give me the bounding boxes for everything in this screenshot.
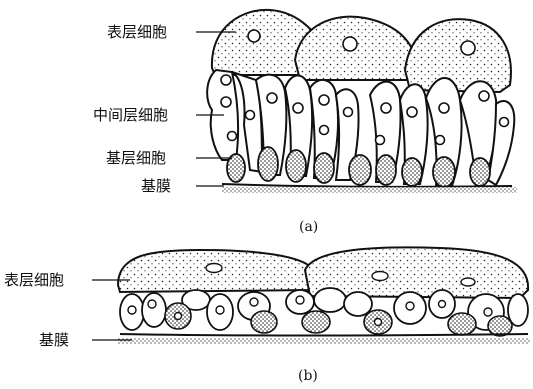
b-basal-edge	[120, 334, 528, 336]
label-basement-membrane-a: 基膜	[141, 178, 171, 194]
caption-a: (a)	[299, 219, 318, 235]
panel-a-diagram	[207, 10, 517, 193]
a-basement-membrane	[222, 187, 517, 193]
panel-b-diagram	[118, 247, 530, 344]
a-superficial-cell-right	[405, 19, 511, 92]
b-basement-membrane	[118, 338, 530, 344]
label-basal-cell-a: 基层细胞	[106, 150, 166, 166]
label-superficial-cell-a: 表层细胞	[107, 24, 167, 40]
label-intermediate-cell-a: 中间层细胞	[93, 107, 168, 123]
a-basal-edge	[222, 184, 512, 187]
label-basement-membrane-b: 基膜	[39, 332, 69, 348]
label-superficial-cell-b: 表层细胞	[4, 272, 64, 288]
caption-b: (b)	[298, 368, 318, 384]
